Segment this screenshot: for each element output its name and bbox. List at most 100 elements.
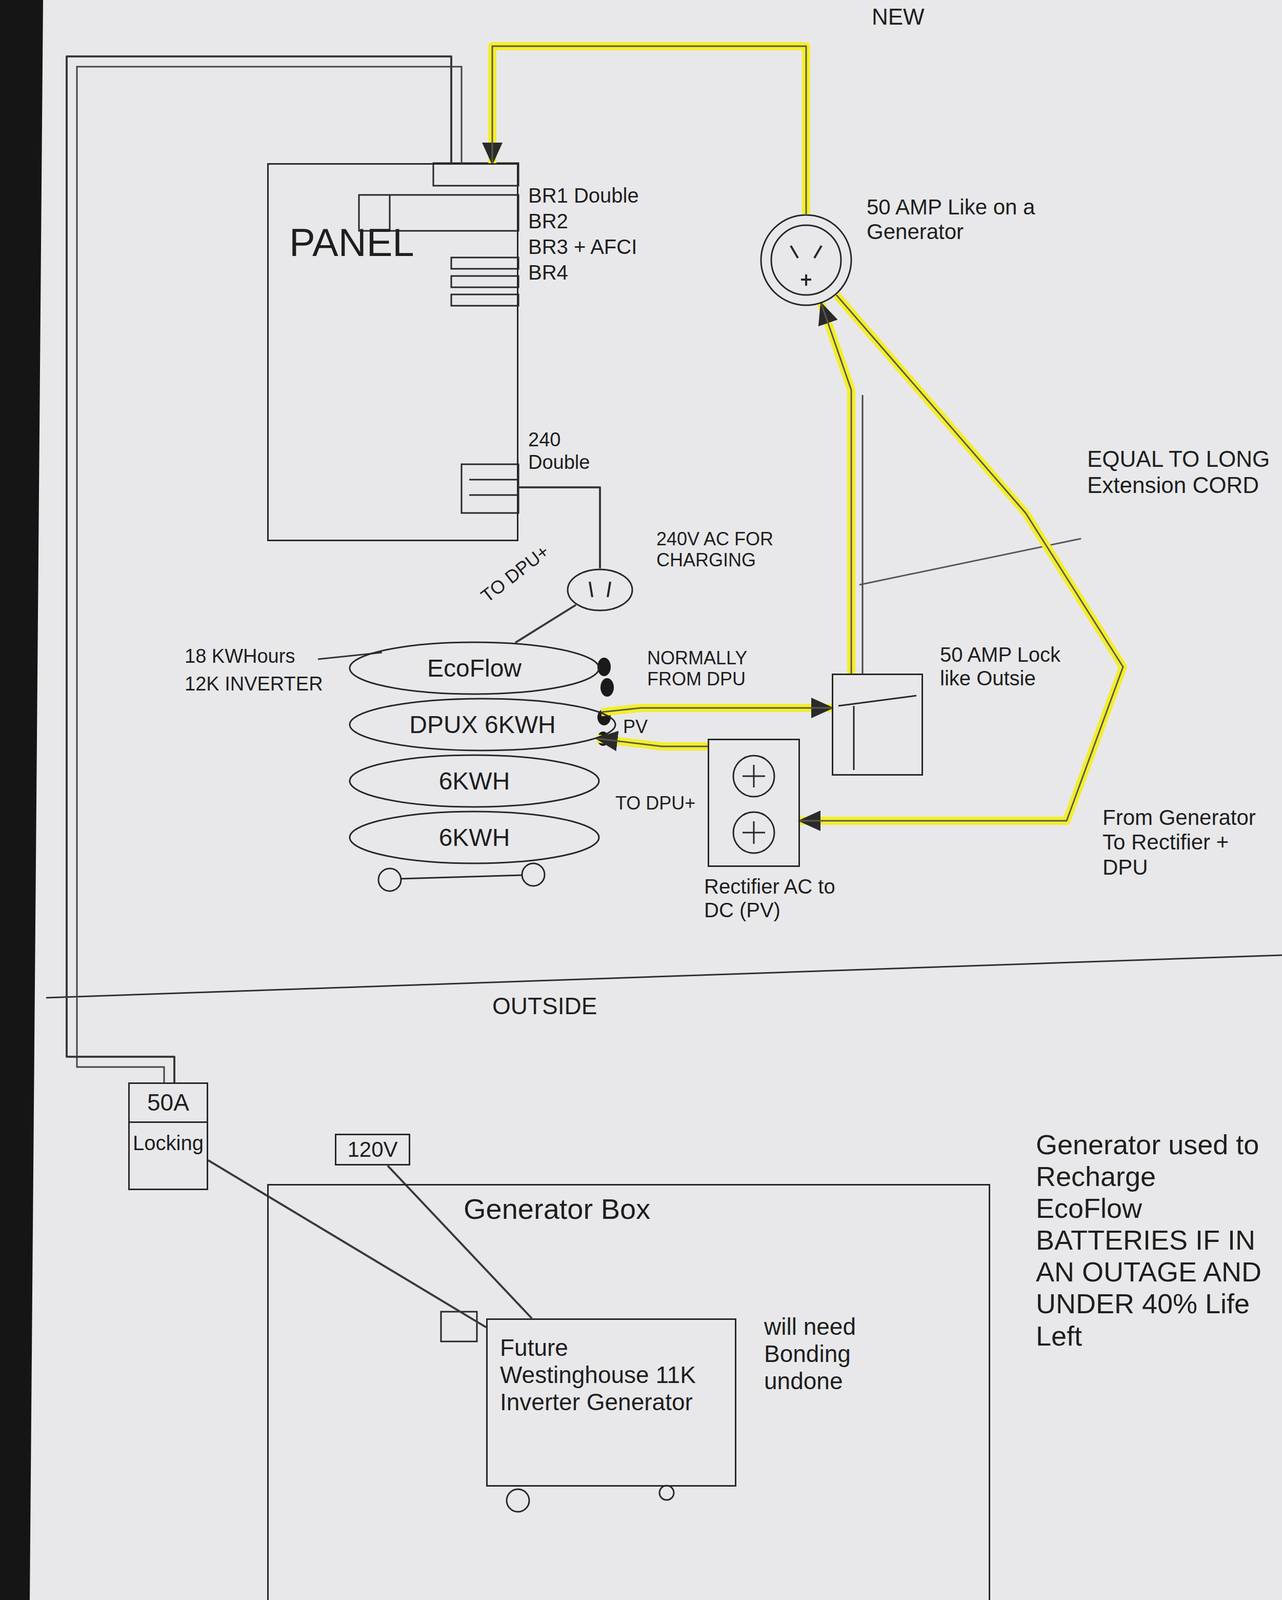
- breaker-symbol: [469, 494, 519, 496]
- text-anchor: Generator Box: [463, 1192, 772, 1226]
- node-label: 240V AC FOR CHARGING: [656, 528, 780, 571]
- outlet-slots: [589, 581, 611, 597]
- node-label: 6KWH: [438, 766, 511, 795]
- node-label: 6KWH: [438, 823, 511, 852]
- note-label: NEW: [871, 4, 925, 31]
- battery-unit: 6KWH: [348, 753, 600, 808]
- generator-unit: Future Westinghouse 11K Inverter Generat…: [486, 1317, 737, 1487]
- breaker-symbol: [451, 294, 519, 306]
- edge-label: NORMALLY FROM DPU: [647, 647, 755, 690]
- label-anchor: 18 KWHours: [184, 645, 295, 668]
- wheel: [506, 1488, 530, 1512]
- note-label: PV: [623, 715, 648, 737]
- node-label: 50 AMP Like on a Generator: [866, 194, 1036, 245]
- panel-breakers: [358, 163, 519, 513]
- battery-unit: 6KWH: [348, 810, 600, 865]
- wheel: [522, 863, 545, 886]
- oval-outline: [349, 698, 616, 751]
- table-edge: [0, 0, 44, 1600]
- outlet-face: [771, 225, 841, 295]
- note-label: BR2: [528, 209, 569, 233]
- electrical-panel: PANEL: [267, 163, 519, 542]
- breaker-symbol: [469, 478, 519, 481]
- wire-pencil: [76, 66, 462, 1083]
- generator-enclosure: Generator BoxFuture Westinghouse 11K Inv…: [267, 1183, 991, 1600]
- oval-outline: [349, 642, 599, 694]
- oval-outline: [567, 569, 633, 611]
- panel-top-bar: [433, 163, 519, 186]
- label-anchor: TO DPU+: [476, 540, 554, 607]
- highlight-stroke: [601, 707, 832, 712]
- breaker-symbol: [451, 257, 519, 269]
- text-anchor: Rectifier AC to DC (PV): [704, 874, 858, 922]
- text-anchor: 240V AC FOR CHARGING: [656, 528, 780, 571]
- battery-unit: DPUX 6KWH: [348, 697, 617, 752]
- label-anchor: NEW: [871, 4, 925, 31]
- rectifier-box: Rectifier AC to DC (PV): [707, 738, 800, 867]
- label-anchor: OUTSIDE: [492, 992, 597, 1020]
- breaker-symbol: [358, 194, 519, 231]
- outlet-circle: 240V AC FOR CHARGING: [566, 568, 634, 612]
- node-label: DPUX 6KWH: [409, 710, 556, 739]
- note-label: 12K INVERTER: [184, 672, 324, 696]
- highlighted-wire: [821, 303, 852, 674]
- note-label: TO DPU+: [476, 540, 554, 607]
- node-label: Locking: [129, 1122, 207, 1155]
- note-label: BR4: [528, 260, 569, 285]
- wheel: [659, 1485, 674, 1500]
- pencil-stroke: [601, 707, 832, 712]
- wheel: [378, 868, 402, 891]
- node-label: Generator Box: [463, 1192, 772, 1226]
- highlighted-wire: [596, 738, 708, 747]
- node-label: 120V: [336, 1134, 409, 1164]
- wire-pencil: [862, 394, 864, 674]
- highlight-stroke: [596, 738, 708, 747]
- note-label: 18 KWHours: [184, 645, 295, 668]
- note-label: EQUAL TO LONG Extension CORD: [1087, 446, 1272, 498]
- pencil-wire: [387, 1165, 532, 1318]
- outlet-slots: [790, 245, 822, 286]
- note-label: OUTSIDE: [492, 992, 597, 1020]
- shape-outline: [566, 568, 634, 612]
- label-anchor: From Generator To Rectifier + DPU: [1102, 805, 1272, 880]
- label-anchor: BR2: [528, 209, 569, 233]
- label-anchor: will need Bonding undone: [764, 1312, 929, 1395]
- label-anchor: BR4: [528, 260, 569, 285]
- shape-detail: [709, 739, 799, 866]
- breaker-symbol: [461, 464, 519, 513]
- highlight-stroke: [492, 46, 807, 214]
- shape-outline: [759, 213, 853, 307]
- inlet-box: 50ALocking: [128, 1082, 209, 1190]
- breaker-symbol: [451, 275, 519, 288]
- pencil-stroke: [799, 294, 1124, 821]
- node-label: Rectifier AC to DC (PV): [704, 874, 858, 922]
- note-label: 240 Double: [528, 428, 616, 474]
- pencil-wire: [66, 56, 452, 1083]
- pencil-stroke: [596, 738, 708, 747]
- highlight-stroke: [821, 303, 852, 674]
- oval-outline: [349, 811, 599, 864]
- highlighted-wire: [492, 46, 807, 214]
- label-anchor: NORMALLY FROM DPU: [647, 647, 755, 690]
- text-anchor: 50 AMP Like on a Generator: [866, 194, 1036, 245]
- inlet-box: 50 AMP Lock like Outsie: [831, 673, 924, 776]
- plug-dot: [600, 677, 614, 697]
- node-label: Future Westinghouse 11K Inverter Generat…: [487, 1319, 735, 1430]
- pencil-stroke: [492, 46, 807, 214]
- vertical-label: PANEL: [289, 221, 329, 265]
- oval-outline: [760, 214, 852, 306]
- generator-handle: [441, 1311, 477, 1341]
- pencil-stroke: [515, 604, 576, 643]
- plug-cluster: [597, 657, 614, 746]
- text-anchor: PANEL: [289, 221, 329, 265]
- label-anchor: Generator used to Recharge EcoFlow BATTE…: [1035, 1128, 1267, 1352]
- label-anchor: EQUAL TO LONG Extension CORD: [1087, 446, 1272, 498]
- pencil-stroke: [821, 303, 852, 674]
- pencil-stroke: [387, 1165, 532, 1318]
- note-label: From Generator To Rectifier + DPU: [1102, 805, 1272, 880]
- label-anchor: BR3 + AFCI: [528, 234, 637, 259]
- pencil-stroke: [66, 56, 452, 1083]
- label-anchor: BR1 Double: [528, 183, 639, 208]
- note-label: Generator used to Recharge EcoFlow BATTE…: [1035, 1128, 1267, 1352]
